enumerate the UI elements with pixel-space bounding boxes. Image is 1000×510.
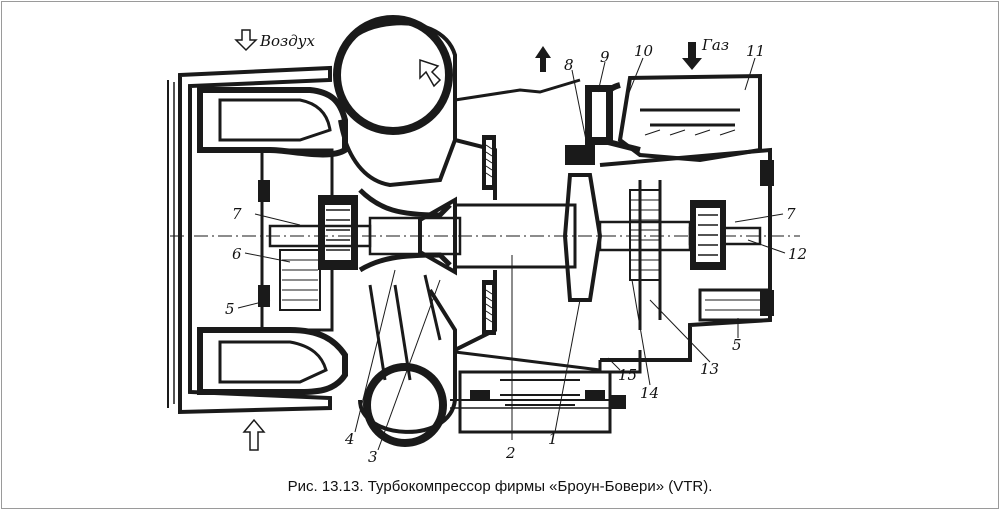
- air-inlet-arrow-top: [234, 29, 258, 52]
- callout-numbers: 7 6 5 4 3 2 1 8 9 10 11 7 12 5 13 14 15: [225, 42, 807, 466]
- gas-label: Газ: [701, 36, 729, 54]
- gas-inlet-arrow: [682, 42, 702, 70]
- callout-8: 8: [564, 56, 574, 74]
- callout-leaders: [237, 57, 786, 451]
- turbine-casing: [565, 73, 774, 409]
- callout-15: 15: [618, 366, 637, 384]
- callout-5-right: 5: [732, 336, 742, 354]
- air-inlet-arrow-bottom: [242, 418, 266, 451]
- flow-labels: Воздух Газ: [259, 32, 729, 54]
- callout-2: 2: [505, 444, 516, 462]
- callout-6: 6: [232, 245, 242, 263]
- figure-caption: Рис. 13.13. Турбокомпрессор фирмы «Броун…: [287, 478, 713, 495]
- callout-12: 12: [788, 245, 807, 263]
- callout-14: 14: [640, 384, 659, 402]
- compressor-casing: [167, 15, 457, 447]
- callout-5-left: 5: [225, 300, 235, 318]
- callout-7-left: 7: [232, 205, 242, 223]
- callout-10: 10: [634, 42, 654, 60]
- air-outlet-arrow: [419, 58, 442, 88]
- gas-outlet-arrow: [535, 46, 551, 72]
- callout-7-right: 7: [786, 205, 796, 223]
- air-label: Воздух: [259, 32, 315, 50]
- callout-11: 11: [746, 42, 765, 60]
- callout-3: 3: [368, 448, 378, 466]
- callout-4: 4: [344, 430, 355, 448]
- center-housing: [450, 70, 620, 434]
- callout-13: 13: [700, 360, 719, 378]
- turbocharger-section-drawing: Воздух Газ 7 6 5 4 3 2 1 8 9 10 11 7 12 …: [167, 15, 807, 466]
- callout-1: 1: [548, 430, 558, 448]
- callout-9: 9: [600, 48, 610, 66]
